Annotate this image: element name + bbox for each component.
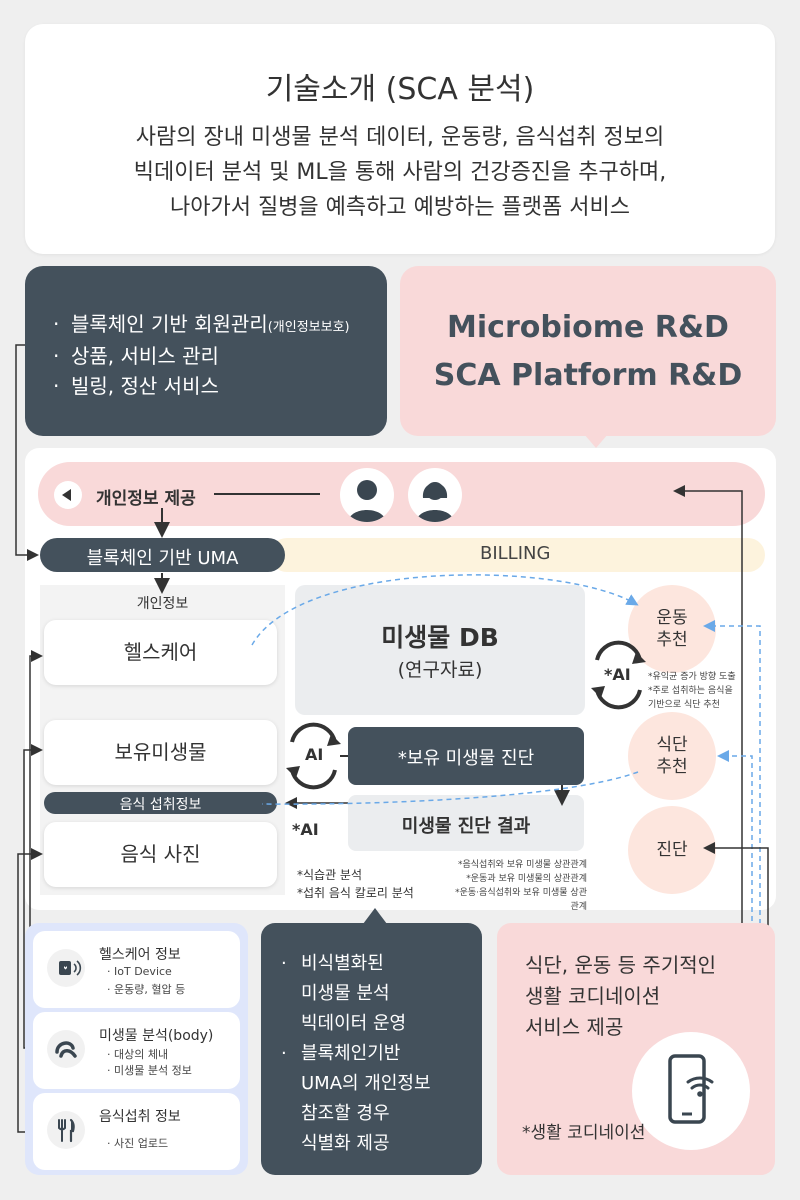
diet-recommend-circle: 식단 추천 (628, 712, 716, 800)
privacy-pointer (363, 908, 387, 924)
coordination-line: 서비스 제공 (525, 1015, 624, 1039)
note-line: *운동과 보유 미생물의 상관관계 (466, 874, 587, 884)
output-line: 운동 (656, 608, 688, 628)
diagnosis-box (348, 727, 584, 785)
intro-card: 기술소개 (SCA 분석) 사람의 장내 미생물 분석 데이터, 운동량, 음식… (25, 24, 775, 254)
privacy-item: · 블록체인기반 UMA의 개인정보 참조할 경우 식별화 제공 (281, 1043, 431, 1154)
note-line: 기반으로 식단 추천 (648, 700, 720, 710)
feature-card-food: 음식섭취 정보 · 사진 업로드 (33, 1093, 240, 1170)
phone-to-diet-dash (717, 750, 753, 1081)
admin-item: ·빌링, 정산 서비스 (53, 374, 219, 398)
microbe-db-subtitle: (연구자료) (397, 659, 483, 681)
output-line: 추천 (656, 630, 688, 650)
rnd-line: Microbiome R&D (447, 310, 729, 345)
uma-label: 블록체인 기반 UMA (86, 548, 239, 569)
result-notes: *음식섭취와 보유 미생물 상관관계 *운동과 보유 미생물의 상관관계 *운동… (447, 858, 587, 914)
feature-sub: · 미생물 분석 정보 (107, 1064, 192, 1077)
output-line: 식단 (656, 735, 688, 755)
smartphone-wifi-icon (668, 1054, 714, 1124)
ai-cycle-icon (595, 640, 642, 710)
output-line: 진단 (656, 840, 688, 860)
feature-title: 미생물 분석(body) (99, 1028, 214, 1044)
recommend-notes: *유익균 증가 방향 도출 *주로 섭취하는 음식을 기반으로 식단 추천 (648, 670, 736, 712)
ai-cycle-icon (290, 722, 337, 790)
ai-label: *AI (292, 820, 319, 839)
admin-services-box: ·블록체인 기반 회원관리(개인정보보호) ·상품, 서비스 관리 ·빌링, 정… (25, 266, 387, 436)
coordination-line: 생활 코디네이션 (525, 984, 661, 1008)
rnd-box: Microbiome R&D SCA Platform R&D (400, 266, 776, 436)
note-line: *주로 섭취하는 음식을 (648, 686, 733, 696)
feature-sub: · 운동량, 혈압 등 (107, 983, 186, 996)
note-line: *운동·음식섭취와 보유 미생물 상관관계 (455, 888, 587, 912)
ai-label: *AI (604, 665, 631, 684)
diet-to-intake-dash (261, 771, 639, 805)
owned-microbe-input: 보유미생물 (44, 720, 277, 785)
food-intake-label: 음식 섭취정보 (119, 797, 202, 813)
phone-to-private-line (673, 485, 743, 1010)
feature-sub: · IoT Device (107, 965, 172, 978)
intro-line: 빅데이터 분석 및 ML을 통해 사람의 건강증진을 추구하며, (133, 160, 667, 185)
intro-line: 사람의 장내 미생물 분석 데이터, 운동량, 음식섭취 정보의 (135, 125, 665, 150)
microbe-icon (47, 1030, 85, 1068)
microbe-db-box (295, 585, 585, 715)
microbe-db-title: 미생물 DB (381, 623, 499, 652)
rnd-line: SCA Platform R&D (433, 358, 743, 393)
coordination-text: 식단, 운동 등 주기적인 생활 코디네이션 서비스 제공 (525, 950, 716, 1043)
private-info-bar (38, 462, 765, 526)
diagnosis-label: *보유 미생물 진단 (397, 748, 535, 769)
feature-sub: · 사진 업로드 (107, 1137, 169, 1150)
privacy-box: · 비식별화된 미생물 분석 빅데이터 운영 · 블록체인기반 UMA의 개인정… (261, 923, 482, 1175)
phone-circle (632, 1032, 750, 1150)
feature-title: 음식섭취 정보 (99, 1109, 181, 1125)
healthcare-to-exercise-dash (251, 574, 639, 646)
intro-line: 나아가서 질병을 예측하고 예방하는 플랫폼 서비스 (169, 195, 630, 220)
male-user-icon (340, 468, 394, 522)
food-intake-bar: 음식 섭취정보 (44, 792, 277, 814)
personal-info-caption: 개인정보 (136, 596, 189, 612)
privacy-item: · 비식별화된 미생물 분석 빅데이터 운영 (281, 953, 407, 1034)
diagnosis-circle: 진단 (628, 806, 716, 894)
billing-bar (270, 538, 765, 572)
feature-sub: · 대상의 체내 (107, 1048, 169, 1061)
private-info-label: 개인정보 제공 (96, 489, 196, 509)
coordination-note: *생활 코디네이션 (522, 1123, 646, 1143)
ai-label: AI (305, 745, 324, 764)
result-box (348, 795, 584, 851)
exercise-recommend-circle: 운동 추천 (628, 585, 716, 673)
healthcare-input: 헬스케어 (44, 620, 277, 685)
fork-knife-icon (47, 1111, 85, 1149)
feature-card-microbe: 미생물 분석(body) · 대상의 체내 · 미생물 분석 정보 (33, 1012, 240, 1089)
admin-item: ·상품, 서비스 관리 (53, 344, 219, 368)
uma-bar: 블록체인 기반 UMA (40, 538, 285, 572)
intro-body: 사람의 장내 미생물 분석 데이터, 운동량, 음식섭취 정보의 빅데이터 분석… (25, 120, 775, 225)
female-user-icon (408, 468, 462, 522)
result-label: 미생물 진단 결과 (401, 816, 531, 837)
output-line: 추천 (656, 757, 688, 777)
admin-to-uma-line (15, 344, 39, 561)
coordination-line: 식단, 운동 등 주기적인 (525, 953, 717, 977)
feature-healthcare-line (29, 650, 48, 969)
play-left-icon (54, 481, 82, 509)
note-line: *식습관 분석 (297, 868, 363, 882)
note-line: *섭취 음식 칼로리 분석 (297, 886, 414, 900)
ai-cycle-arrowhead (591, 652, 646, 698)
note-line: *유익균 증가 방향 도출 (648, 672, 736, 682)
feature-title: 헬스케어 정보 (99, 947, 181, 963)
rnd-pointer (584, 434, 608, 448)
food-analysis-notes: *식습관 분석 *섭취 음식 칼로리 분석 (297, 866, 414, 902)
smartwatch-icon (47, 949, 85, 987)
admin-item: ·블록체인 기반 회원관리(개인정보보호) (53, 312, 350, 336)
note-line: *음식섭취와 보유 미생물 상관관계 (457, 860, 587, 870)
food-photo-input: 음식 사진 (44, 822, 277, 887)
billing-label: BILLING (480, 543, 551, 564)
intro-title: 기술소개 (SCA 분석) (265, 72, 535, 107)
feature-card-healthcare: 헬스케어 정보 · IoT Device · 운동량, 혈압 등 (33, 931, 240, 1008)
